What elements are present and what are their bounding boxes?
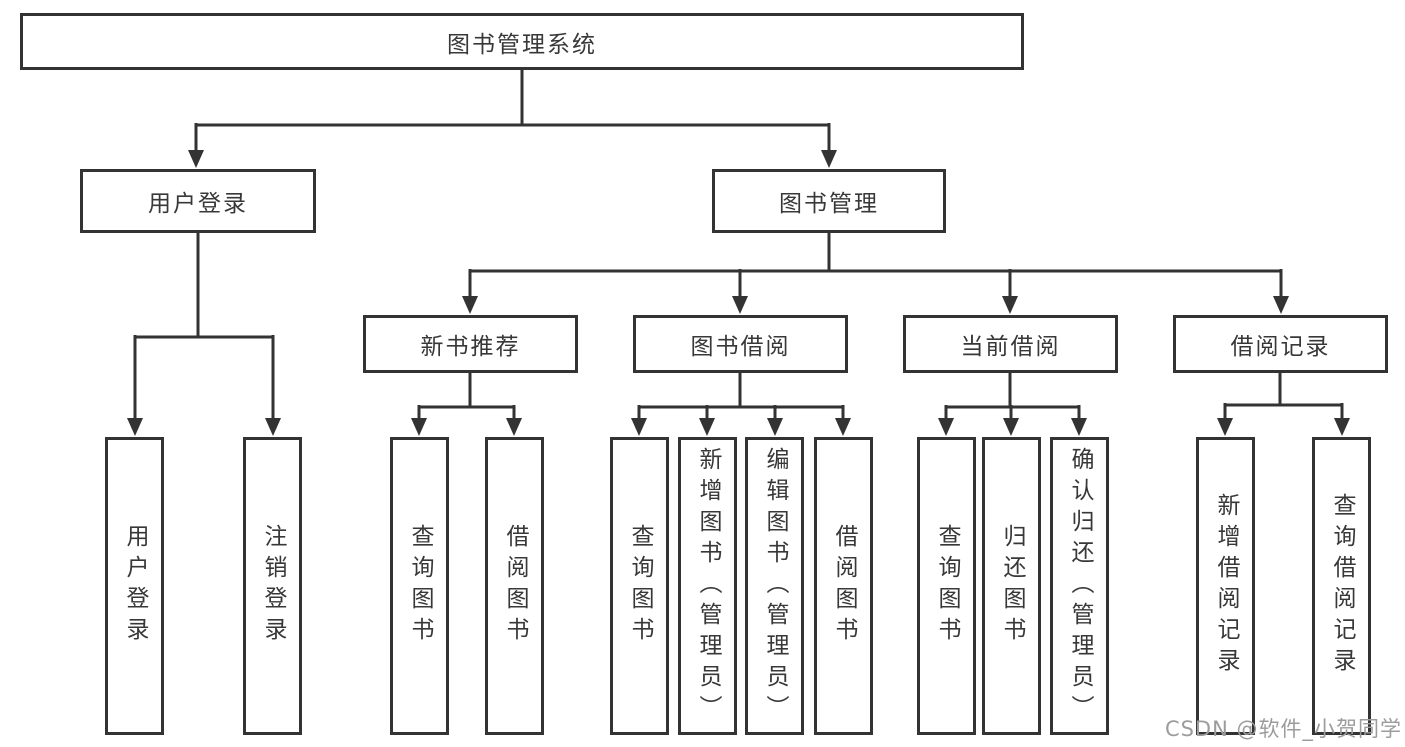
arrowheads-group: [127, 150, 1350, 436]
node-book-borrowing-label: 图书借阅: [690, 334, 791, 360]
node-leaf-return-book-label: 归还图书: [999, 524, 1025, 648]
node-borrowing-records-label: 借阅记录: [1230, 334, 1331, 360]
node-leaf-confirm-return-admin: 确认归还（管理员）: [1050, 437, 1109, 735]
node-leaf-add-borrow-record-label: 新增借阅记录: [1213, 493, 1239, 679]
node-leaf-query-books-current-label: 查询图书: [934, 524, 960, 648]
node-leaf-edit-book-admin-label: 编辑图书（管理员）: [762, 446, 788, 726]
node-current-borrowing-label: 当前借阅: [960, 334, 1061, 360]
node-leaf-query-borrow-record: 查询借阅记录: [1312, 437, 1371, 735]
node-leaf-query-books-recommendation-label: 查询图书: [407, 524, 433, 648]
node-user-login: 用户登录: [80, 169, 316, 233]
node-leaf-user-login-label: 用户登录: [122, 524, 148, 648]
node-leaf-logout-label: 注销登录: [260, 524, 286, 648]
node-leaf-confirm-return-admin-label: 确认归还（管理员）: [1067, 446, 1093, 726]
node-book-borrowing: 图书借阅: [633, 315, 848, 373]
node-leaf-query-books-recommendation: 查询图书: [390, 437, 449, 735]
node-leaf-add-borrow-record: 新增借阅记录: [1196, 437, 1255, 735]
node-new-book-recommendation: 新书推荐: [363, 315, 578, 373]
node-book-management: 图书管理: [712, 169, 946, 233]
node-leaf-borrow-books-recommendation: 借阅图书: [485, 437, 544, 735]
node-leaf-add-book-admin: 新增图书（管理员）: [678, 437, 737, 735]
node-leaf-edit-book-admin: 编辑图书（管理员）: [745, 437, 804, 735]
node-user-login-label: 用户登录: [148, 191, 248, 217]
node-leaf-query-books-borrowing: 查询图书: [610, 437, 669, 735]
csdn-watermark: CSDN @软件_小贺同学: [1164, 717, 1402, 741]
node-leaf-query-borrow-record-label: 查询借阅记录: [1329, 493, 1355, 679]
node-leaf-user-login: 用户登录: [105, 437, 164, 735]
node-leaf-borrow-books-recommendation-label: 借阅图书: [502, 524, 528, 648]
node-borrowing-records: 借阅记录: [1173, 315, 1388, 373]
node-new-book-recommendation-label: 新书推荐: [420, 334, 521, 360]
node-leaf-borrow-books-borrowing: 借阅图书: [814, 437, 873, 735]
node-book-management-label: 图书管理: [779, 191, 879, 217]
node-leaf-borrow-books-borrowing-label: 借阅图书: [831, 524, 857, 648]
node-leaf-logout: 注销登录: [243, 437, 302, 735]
node-leaf-query-books-borrowing-label: 查询图书: [627, 524, 653, 648]
node-leaf-query-books-current: 查询图书: [917, 437, 976, 735]
node-leaf-add-book-admin-label: 新增图书（管理员）: [695, 446, 721, 726]
node-leaf-return-book: 归还图书: [982, 437, 1041, 735]
node-current-borrowing: 当前借阅: [903, 315, 1118, 373]
node-library-management-system: 图书管理系统: [20, 13, 1024, 70]
node-library-management-system-label: 图书管理系统: [447, 31, 597, 58]
